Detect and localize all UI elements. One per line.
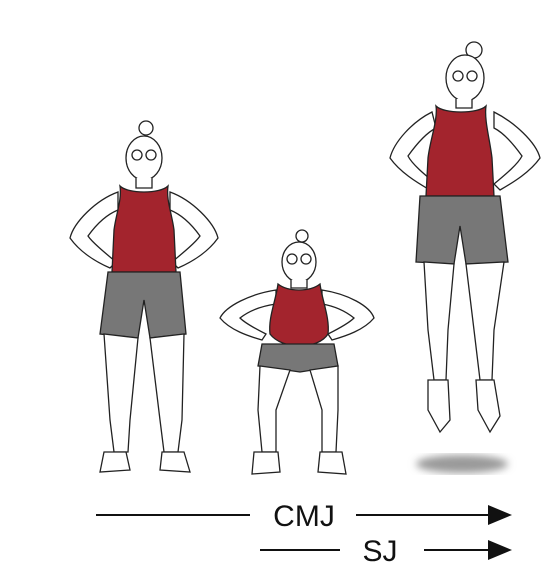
squat-top — [270, 284, 329, 346]
jumping-figure — [390, 42, 540, 432]
standing-figure — [70, 121, 218, 472]
standing-top — [112, 186, 176, 272]
sj-label: SJ — [362, 535, 397, 568]
ground-shadow — [416, 455, 508, 473]
standing-shorts — [100, 272, 186, 338]
jump-shorts — [416, 196, 508, 264]
jump-top — [426, 106, 494, 196]
squat-figure — [220, 230, 374, 474]
cmj-label: CMJ — [273, 500, 335, 533]
